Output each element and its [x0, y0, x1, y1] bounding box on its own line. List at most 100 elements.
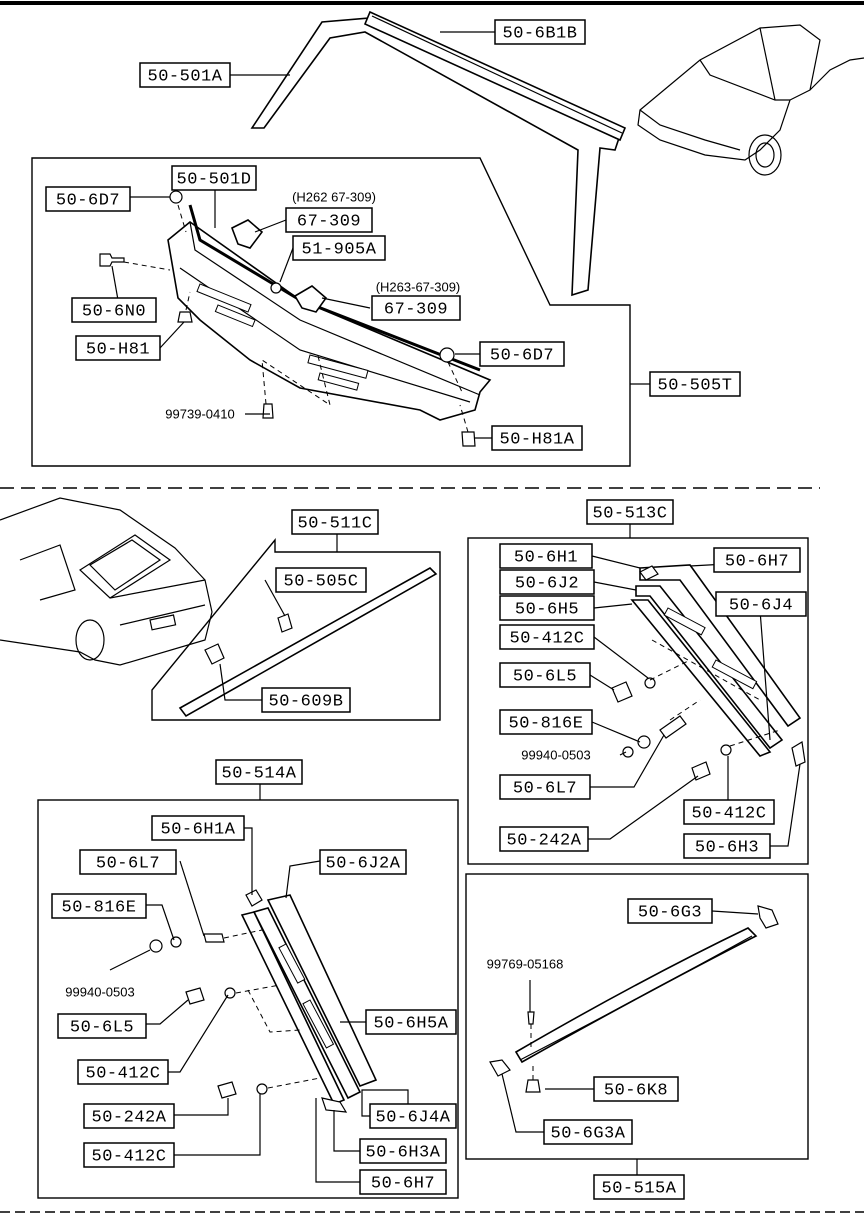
svg-text:67-309: 67-309	[384, 300, 448, 319]
label-50-6G3: 50-6G3	[627, 898, 713, 924]
svg-text:50-412C: 50-412C	[86, 1064, 161, 1083]
label-51-905A: 51-905A	[292, 235, 386, 261]
label-50-6G3A: 50-6G3A	[543, 1119, 633, 1145]
label-50-6N0: 50-6N0	[71, 297, 157, 323]
windshield-upper-molding	[363, 10, 627, 142]
svg-text:50-412C: 50-412C	[692, 804, 767, 823]
label-50-242A: 50-242A	[499, 826, 589, 852]
clip-50-6D7-top	[169, 190, 183, 204]
rear-molding-section: 50-511C 50-505C 50-609B	[0, 497, 441, 721]
strip-50-6H7	[240, 911, 346, 1106]
svg-text:51-905A: 51-905A	[302, 240, 377, 259]
label-50-501D: 50-501D	[171, 165, 257, 191]
note-h263: (H263-67-309)	[376, 279, 461, 294]
clip-50-242A	[691, 761, 711, 781]
clip-50-H81A	[461, 431, 476, 447]
svg-text:50-609B: 50-609B	[269, 692, 344, 711]
nut-99940-0503	[149, 939, 163, 953]
label-50-6H7-b: 50-6H7	[359, 1169, 447, 1195]
svg-text:50-6H3: 50-6H3	[695, 838, 759, 857]
label-50-6J2A: 50-6J2A	[319, 849, 407, 875]
svg-text:50-412C: 50-412C	[92, 1147, 167, 1166]
label-50-H81A: 50-H81A	[491, 425, 583, 451]
note-99940-0503-a: 99940-0503	[521, 747, 590, 762]
windshield-molding-section: 50-6B1B 50-501A 50-501D 50-6D7 (H262 67-…	[31, 10, 864, 467]
clip-50-6K8	[525, 1079, 541, 1093]
svg-text:50-505C: 50-505C	[284, 572, 359, 591]
front-car-illustration	[637, 24, 864, 176]
label-50-505T: 50-505T	[649, 371, 741, 397]
svg-text:50-6L5: 50-6L5	[70, 1018, 134, 1037]
svg-text:50-6G3A: 50-6G3A	[551, 1124, 626, 1143]
note-h262: (H262 67-309)	[292, 189, 376, 204]
washer-50-816E	[637, 735, 651, 749]
svg-text:50-H81A: 50-H81A	[500, 430, 575, 449]
svg-text:50-505T: 50-505T	[658, 376, 733, 395]
cowl-assembly-frame	[31, 157, 631, 467]
svg-text:50-6H5A: 50-6H5A	[374, 1014, 449, 1033]
svg-text:50-501A: 50-501A	[148, 67, 223, 86]
clip-50-6L5	[185, 987, 205, 1005]
label-50-514A: 50-514A	[215, 759, 303, 785]
label-50-6H1A: 50-6H1A	[151, 815, 245, 841]
wiper-cap-left	[230, 219, 264, 249]
svg-text:50-6J4: 50-6J4	[729, 596, 793, 615]
label-50-6L7: 50-6L7	[79, 849, 177, 875]
svg-text:50-6H5: 50-6H5	[515, 600, 579, 619]
svg-text:50-6J4A: 50-6J4A	[376, 1108, 451, 1127]
label-50-6H5: 50-6H5	[499, 595, 595, 621]
svg-text:50-6D7: 50-6D7	[56, 191, 120, 210]
svg-text:50-816E: 50-816E	[62, 898, 137, 917]
svg-text:50-6G3: 50-6G3	[638, 903, 702, 922]
svg-text:50-6N0: 50-6N0	[82, 302, 146, 321]
label-50-412C-a: 50-412C	[499, 624, 595, 650]
screw-50-6N0	[99, 253, 125, 267]
label-50-6L5: 50-6L5	[57, 1013, 147, 1039]
label-50-511C: 50-511C	[291, 509, 379, 535]
screw-50-412C-b	[720, 744, 732, 756]
svg-text:50-6H3A: 50-6H3A	[366, 1143, 441, 1162]
label-67-309-a: 67-309	[285, 207, 373, 233]
svg-text:50-514A: 50-514A	[222, 764, 297, 783]
label-50-412C-b: 50-412C	[683, 799, 775, 825]
label-50-505C: 50-505C	[275, 567, 367, 593]
label-50-6H1: 50-6H1	[499, 543, 593, 569]
clip-50-6L5	[611, 681, 633, 703]
label-50-6D7-a: 50-6D7	[45, 186, 131, 212]
svg-text:50-6K8: 50-6K8	[604, 1081, 668, 1100]
cap-50-6H3A	[321, 1097, 348, 1113]
svg-text:50-6H7: 50-6H7	[725, 552, 789, 571]
bolt-50-6L7	[203, 933, 225, 943]
svg-text:50-6D7: 50-6D7	[490, 346, 554, 365]
label-50-H81: 50-H81	[75, 335, 161, 361]
label-50-6J4A: 50-6J4A	[369, 1103, 457, 1129]
label-50-6K8: 50-6K8	[593, 1076, 679, 1102]
cap-50-6H3	[791, 741, 806, 767]
svg-text:50-6J2A: 50-6J2A	[326, 854, 401, 873]
label-50-6D7-b: 50-6D7	[479, 341, 565, 367]
clip-50-6D7-right	[439, 347, 455, 363]
label-50-515A: 50-515A	[593, 1174, 685, 1200]
strip-50-6J2A	[266, 894, 378, 1088]
nut-51-905A	[270, 282, 282, 294]
weatherstrip-513C-section: 50-513C 50-6H1 50-6H7 50-6J2 50-6J4 50-6…	[467, 499, 809, 865]
note-99769-05168: 99769-05168	[487, 956, 564, 971]
clip-50-609B	[204, 643, 225, 665]
svg-text:50-6L7: 50-6L7	[96, 854, 160, 873]
svg-text:50-515A: 50-515A	[602, 1179, 677, 1198]
label-50-816E: 50-816E	[499, 709, 593, 735]
label-50-6L5: 50-6L5	[499, 662, 591, 688]
section-514A-frame	[37, 799, 459, 1199]
molding-515A-section: 50-6G3 99769-05168 50-6K8 50-6G3A 50-515…	[465, 873, 809, 1200]
label-67-309-b: 67-309	[371, 295, 461, 321]
section-513C-frame	[467, 537, 809, 865]
note-99739-0410: 99739-0410	[165, 406, 234, 421]
label-50-6B1B: 50-6B1B	[494, 19, 586, 45]
label-50-242A: 50-242A	[83, 1103, 175, 1129]
wiper-cap-right	[293, 285, 328, 313]
rear-molding-strip	[178, 567, 438, 718]
svg-text:50-6H7: 50-6H7	[371, 1174, 435, 1193]
rear-car-illustration	[0, 497, 213, 666]
label-50-6H3A: 50-6H3A	[359, 1138, 447, 1164]
screw-50-412C-a	[644, 677, 656, 689]
